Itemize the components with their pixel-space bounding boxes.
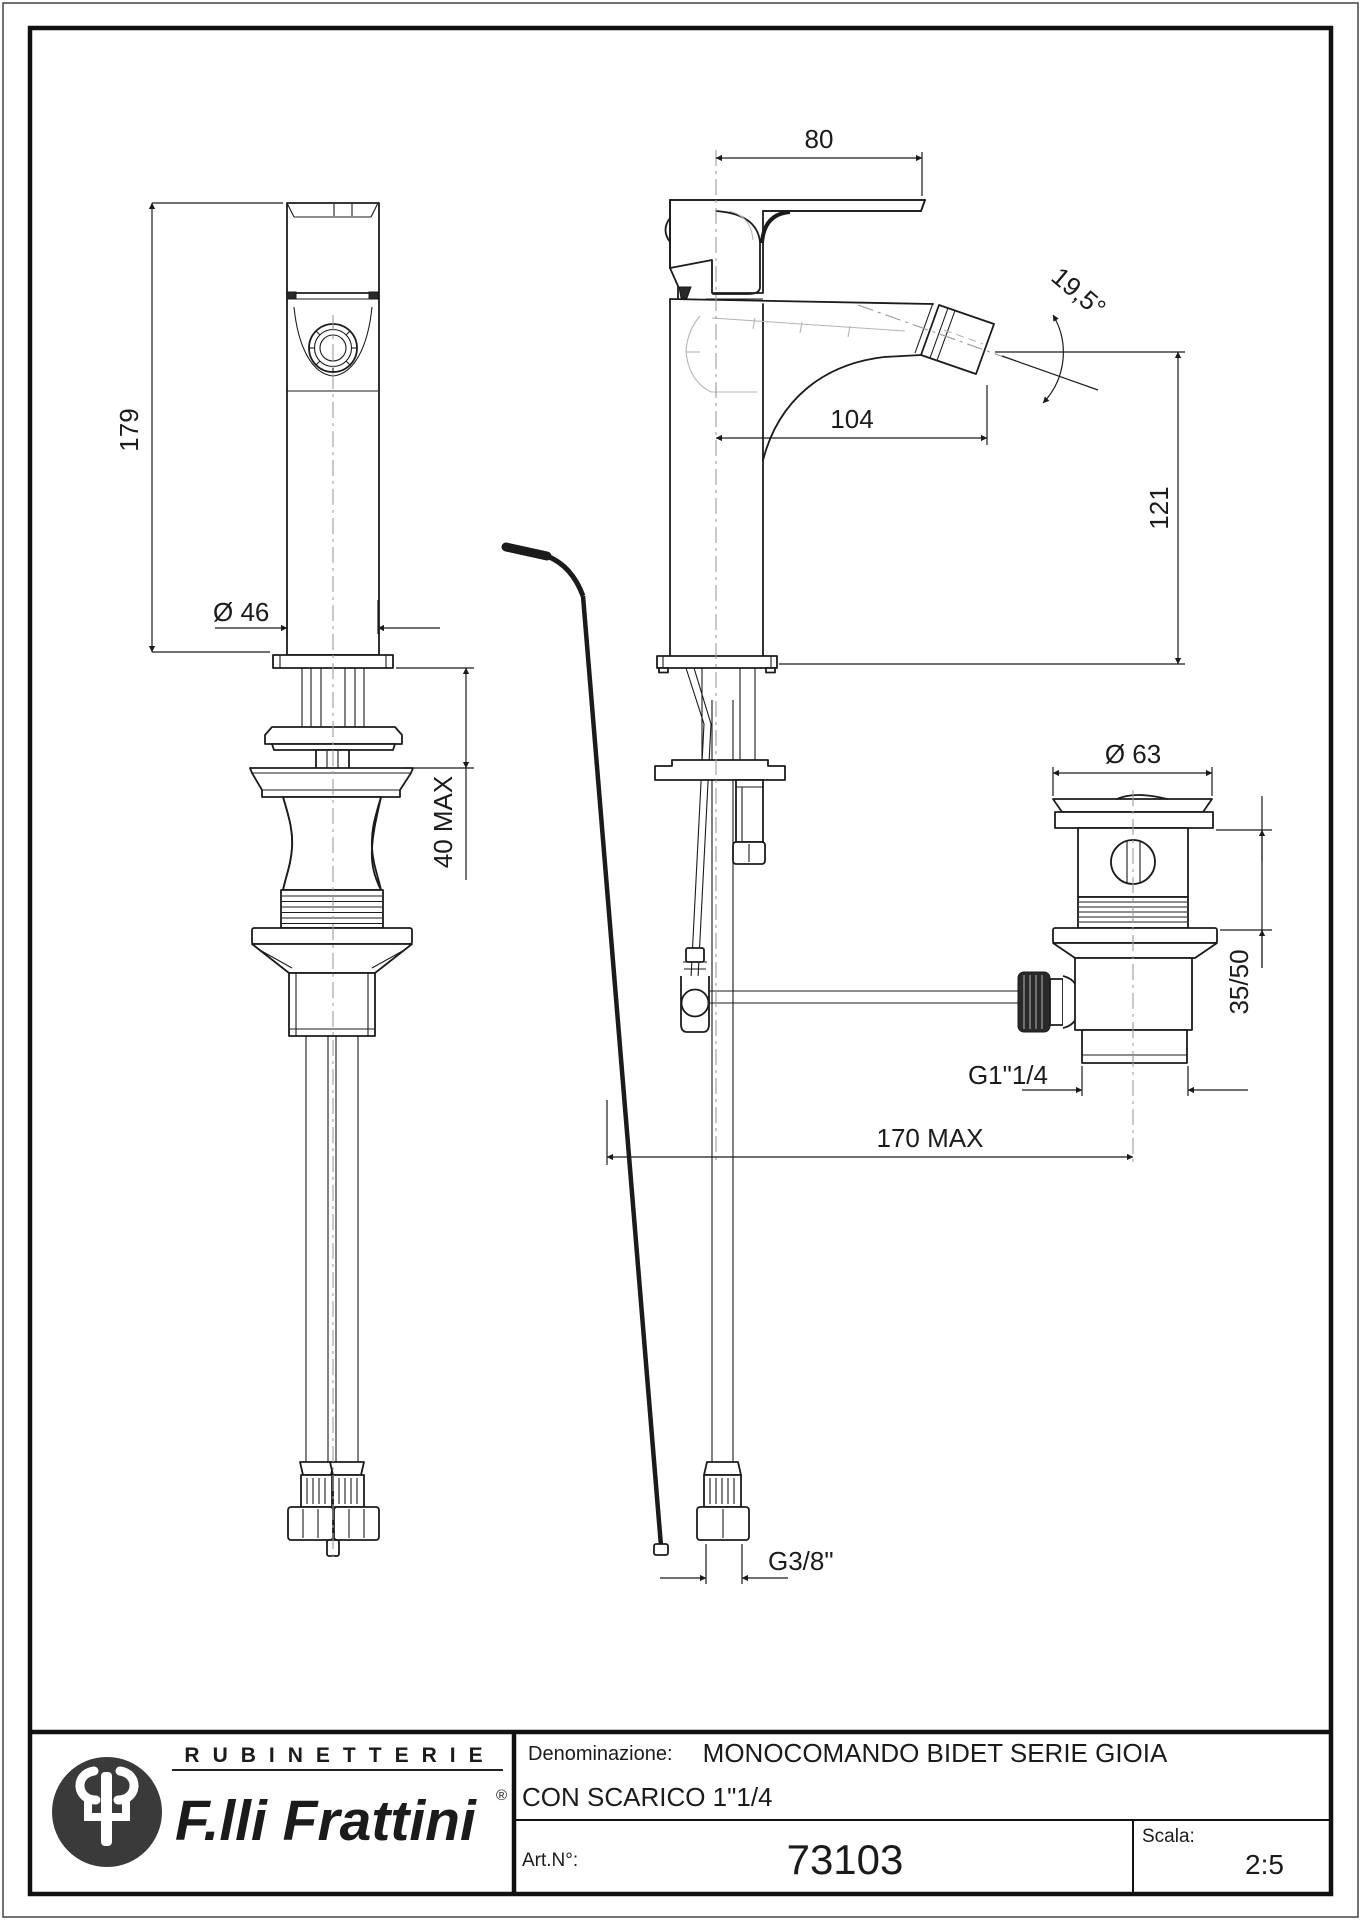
dim-80-label: 80	[805, 124, 834, 154]
dim-height-179: 179	[114, 202, 283, 653]
dim-thread-g114: G1"1/4	[968, 1060, 1248, 1096]
front-mounting-rods	[301, 668, 365, 729]
dim-handle-80: 80	[715, 124, 923, 196]
side-lock-nut	[732, 779, 766, 865]
dim-40-max: 40 MAX	[396, 667, 474, 880]
dim-170max-label: 170 MAX	[877, 1123, 984, 1153]
scala-label: Scala:	[1142, 1826, 1195, 1847]
title-block: RUBINETTERIE F.lli Frattini ® Denominazi…	[30, 1729, 1331, 1894]
dim-reach-104: 104	[715, 385, 988, 445]
spout-construction-lines	[685, 315, 984, 393]
dim-clamp-35-50: 35/50	[1216, 796, 1272, 1015]
brand-reg-mark: ®	[496, 1787, 507, 1804]
art-number-label: Art.N°:	[522, 1850, 578, 1871]
side-supply-hose	[696, 700, 750, 1541]
side-view	[501, 150, 1081, 1556]
drain-linkage	[680, 947, 1081, 1033]
dim-diameter-63: Ø 63	[1052, 739, 1213, 796]
dim-g114-label: G1"1/4	[968, 1060, 1048, 1090]
dim-diameter-46: Ø 46	[213, 597, 440, 634]
brand-top-label: RUBINETTERIE	[184, 1744, 495, 1767]
art-number-value: 73103	[787, 1836, 904, 1883]
side-clamp-plate	[654, 759, 786, 781]
dim-height-121: 121	[779, 351, 1185, 665]
scala-value: 2:5	[1245, 1849, 1284, 1880]
front-view	[249, 202, 414, 1560]
dim-3550-label: 35/50	[1224, 949, 1254, 1014]
drain-view	[1052, 790, 1218, 1162]
side-pull-rod	[501, 542, 669, 1556]
dim-170-max: 170 MAX	[606, 1100, 1134, 1165]
dim-121-label: 121	[1144, 486, 1174, 529]
dim-63-label: Ø 63	[1105, 739, 1161, 769]
brand-name-label: F.lli Frattini	[175, 1789, 477, 1853]
denominazione-label: Denominazione:	[528, 1743, 673, 1765]
dim-thread-g38: G3/8"	[660, 1544, 834, 1584]
frattini-logo: RUBINETTERIE F.lli Frattini ®	[52, 1744, 507, 1867]
side-faucet-body	[664, 199, 1005, 657]
front-drain	[249, 767, 414, 1037]
dim-g38-label: G3/8"	[768, 1546, 834, 1576]
side-base-plate	[656, 655, 778, 674]
dim-104-label: 104	[830, 404, 873, 434]
dim-40max-label: 40 MAX	[428, 776, 458, 869]
dim-46-label: Ø 46	[213, 597, 269, 627]
denominazione-value-line1: MONOCOMANDO BIDET SERIE GIOIA	[703, 1738, 1168, 1768]
denominazione-value-line2: CON SCARICO 1"1/4	[522, 1782, 773, 1812]
front-supply-hoses	[287, 1036, 380, 1557]
side-linkage-rod	[685, 667, 712, 979]
dim-179-label: 179	[114, 408, 144, 451]
